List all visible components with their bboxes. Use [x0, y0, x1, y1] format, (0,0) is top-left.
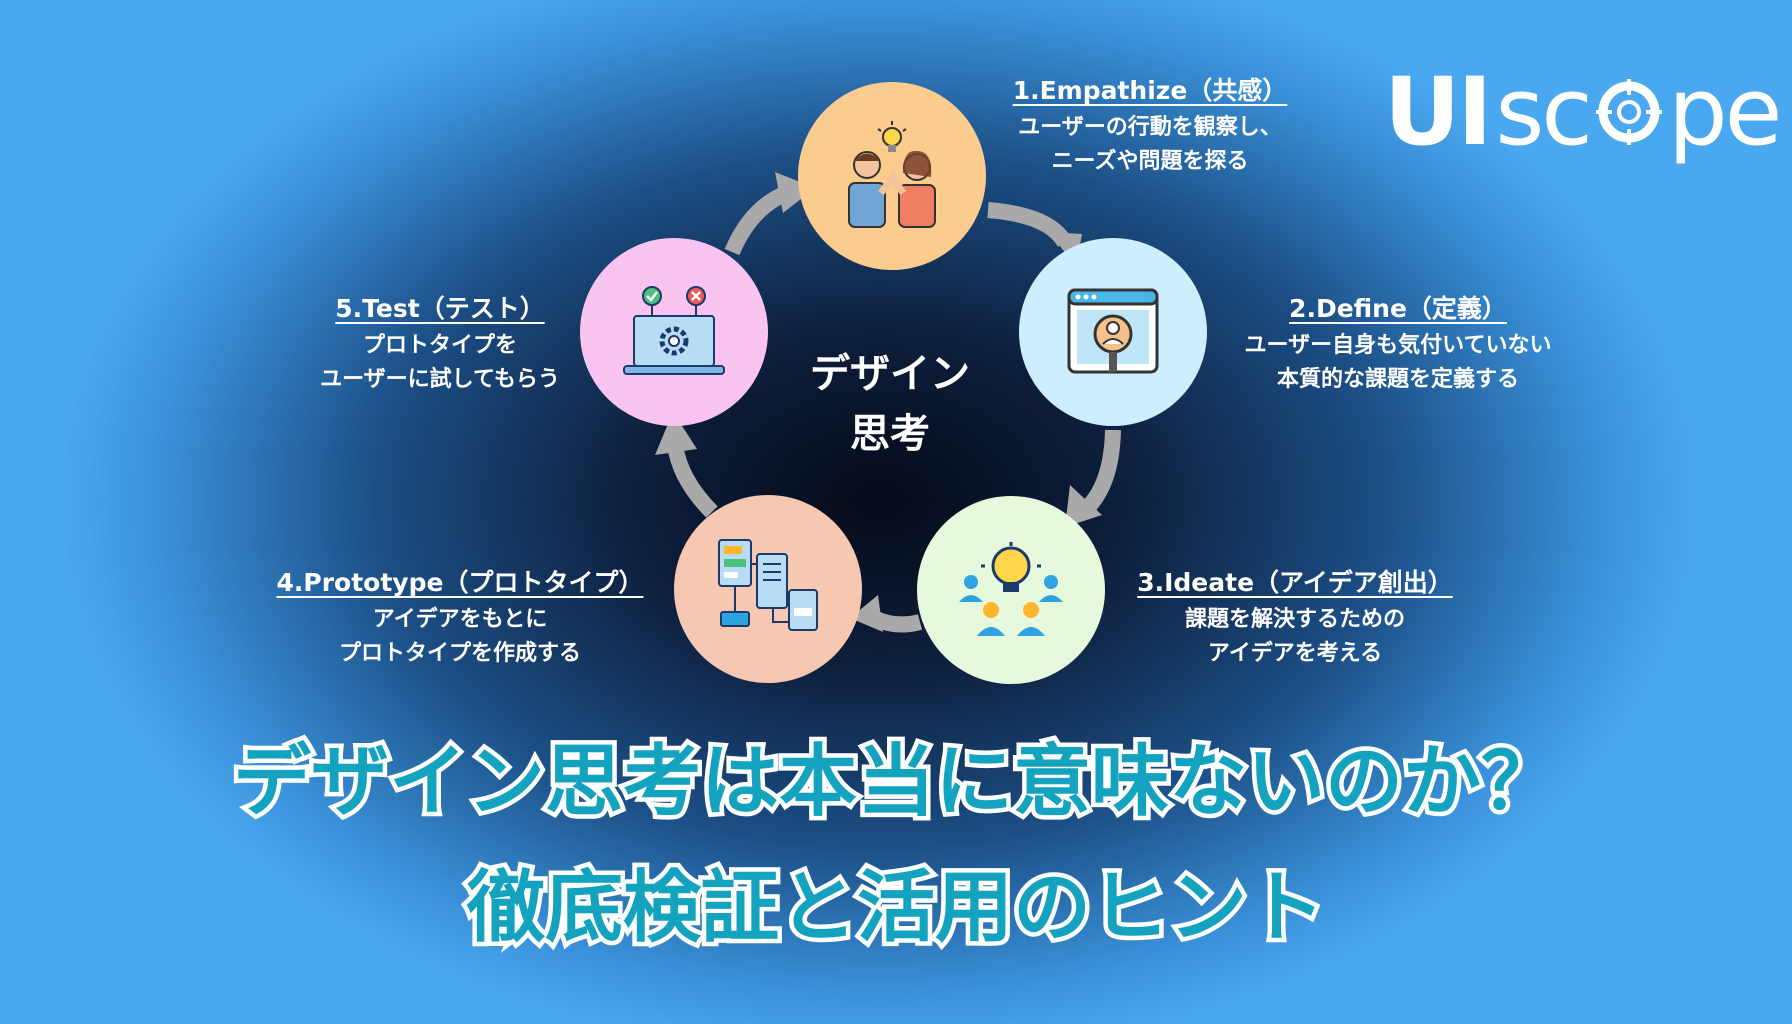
arrowhead-test [655, 412, 697, 455]
step-define-circle [1019, 238, 1207, 426]
people-idea-icon [848, 121, 936, 228]
diagram-center-label: デザイン 思考 [770, 344, 1010, 464]
step-desc-line1: アイデアをもとに [372, 607, 548, 632]
arrow-define-to-ideate [1083, 429, 1121, 511]
center-label-line1: デザイン [810, 351, 970, 397]
uiscope-logo: UI sc pe [1384, 52, 1782, 172]
logo-scope-text-start: sc [1495, 57, 1593, 167]
step-ideate-circle [917, 496, 1105, 684]
logo-scope-text-end: pe [1667, 57, 1782, 167]
step-define-label: 2.Define（定義） ユーザー自身も気付いていない 本質的な課題を定義する [1208, 292, 1588, 397]
step-desc-line2: ユーザーに試してもらう [320, 367, 560, 392]
team-lightbulb-icon [959, 542, 1063, 636]
step-desc-line2: ニーズや問題を探る [1051, 149, 1249, 174]
step-test-label: 5.Test（テスト） プロトタイプを ユーザーに試してもらう [290, 292, 590, 397]
arrowhead-empathize [775, 172, 815, 213]
step-desc-line2: アイデアを考える [1207, 641, 1383, 666]
laptop-gear-test-icon [623, 286, 725, 375]
step-title: 4.Prototype（プロトタイプ） [276, 568, 644, 597]
arrow-prototype-to-test [667, 443, 718, 518]
arrow-empathize-to-define [987, 202, 1073, 248]
step-desc-line1: ユーザー自身も気付いていない [1244, 333, 1552, 358]
arrowhead-ideate [1065, 485, 1102, 527]
logo-ui-text: UI [1384, 57, 1492, 167]
wireframe-flow-icon [718, 539, 818, 631]
step-desc-line1: 課題を解決するための [1184, 607, 1405, 632]
browser-user-search-icon [1067, 288, 1159, 374]
headline-line2: 徹底検証と活用のヒント [462, 859, 1329, 958]
step-prototype-label: 4.Prototype（プロトタイプ） アイデアをもとに プロトタイプを作成する [240, 566, 680, 671]
step-desc-line2: プロトタイプを作成する [338, 641, 581, 666]
step-ideate-label: 3.Ideate（アイデア創出） 課題を解決するための アイデアを考える [1105, 566, 1485, 671]
step-desc-line1: プロトタイプを [362, 333, 517, 358]
step-test-circle [580, 238, 768, 426]
step-title: 5.Test（テスト） [335, 294, 545, 323]
step-desc-line2: 本質的な課題を定義する [1276, 367, 1519, 392]
step-desc-line1: ユーザーの行動を観察し、 [1018, 115, 1282, 140]
step-title: 2.Define（定義） [1289, 294, 1507, 323]
target-icon [1595, 79, 1662, 145]
step-title: 1.Empathize（共感） [1012, 76, 1288, 105]
headline-line1: デザイン思考は本当に意味ないのか？ [228, 733, 1563, 832]
step-empathize-label: 1.Empathize（共感） ユーザーの行動を観察し、 ニーズや問題を探る [990, 74, 1310, 179]
center-label-line2: 思考 [850, 411, 930, 457]
arrowhead-prototype [850, 595, 883, 632]
step-title: 3.Ideate（アイデア創出） [1137, 568, 1453, 597]
step-prototype-circle [674, 495, 862, 683]
step-empathize-circle [798, 82, 986, 270]
